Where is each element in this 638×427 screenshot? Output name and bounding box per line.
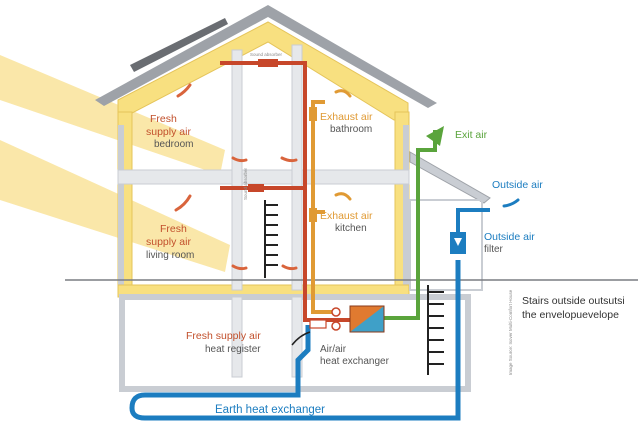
- label-outside-air: Outside air: [492, 179, 543, 191]
- fan-icon: [331, 307, 341, 317]
- label-fresh-register: Fresh supply air: [186, 330, 261, 342]
- label-air-air: Air/air: [320, 344, 347, 355]
- label-fresh-bedroom-2: supply air: [146, 126, 191, 138]
- exit-air-arrow-icon: [426, 126, 444, 146]
- basement-column-left: [231, 296, 243, 378]
- solar-panel: [130, 18, 228, 72]
- exit-air-duct: [375, 130, 437, 320]
- airflow-arrows: [174, 83, 520, 271]
- interior-column-right: [291, 44, 303, 291]
- fan-icon: [331, 321, 341, 331]
- exhaust-valve-top: [309, 107, 317, 121]
- sun-ray-upper: [0, 55, 225, 175]
- side-roof: [409, 151, 491, 204]
- label-fresh-living: Fresh: [160, 223, 187, 235]
- label-image-source: Image Source: Isover Multi-Comfort House: [508, 289, 513, 375]
- sun-ray-lower: [0, 140, 230, 272]
- house-walls: [117, 44, 483, 392]
- pointer-arrow-icon: [291, 331, 311, 346]
- middle-floor: [117, 169, 410, 185]
- sound-absorber-mid: [248, 184, 264, 192]
- label-heat-register: heat register: [205, 344, 261, 355]
- sun-rays: [0, 55, 230, 272]
- label-exhaust-bath: Exhaust air: [320, 111, 373, 123]
- label-filter: filter: [484, 244, 504, 255]
- sound-absorber-top: [258, 59, 278, 67]
- stairs: [264, 200, 444, 375]
- label-heat-exchanger: heat exchanger: [320, 356, 390, 367]
- label-bedroom: bedroom: [154, 139, 193, 150]
- label-bathroom: bathroom: [330, 124, 372, 135]
- label-earth-heat-exchanger: Earth heat exchanger: [215, 404, 325, 416]
- label-living-room: living room: [146, 250, 194, 261]
- air-air-heat-exchanger: [331, 305, 385, 333]
- label-stairs-envelope: the envelopuevelope: [522, 309, 619, 321]
- label-fresh-bedroom: Fresh: [150, 113, 177, 125]
- earth-heat-exchanger-pipe: [129, 260, 461, 421]
- exhaust-valve-mid: [309, 208, 317, 222]
- label-sound-absorber-mid: Sound absorber: [243, 167, 248, 200]
- label-stairs-outside: Stairs outside outsutsi: [522, 295, 625, 307]
- filter-icon: [454, 238, 462, 246]
- label-exit-air: Exit air: [455, 129, 488, 141]
- heat-register: [309, 319, 327, 329]
- label-exhaust-kitchen: Exhaust air: [320, 210, 373, 222]
- label-kitchen: kitchen: [335, 223, 367, 234]
- interior-column-left: [231, 49, 243, 291]
- east-wall-inner: [403, 125, 409, 290]
- label-fresh-living-2: supply air: [146, 236, 191, 248]
- label-outside-air-filter: Outside air: [484, 231, 535, 243]
- extension-wall: [409, 199, 483, 291]
- west-wall-inner: [118, 125, 124, 290]
- label-sound-absorber-top: Sound absorber: [250, 52, 283, 57]
